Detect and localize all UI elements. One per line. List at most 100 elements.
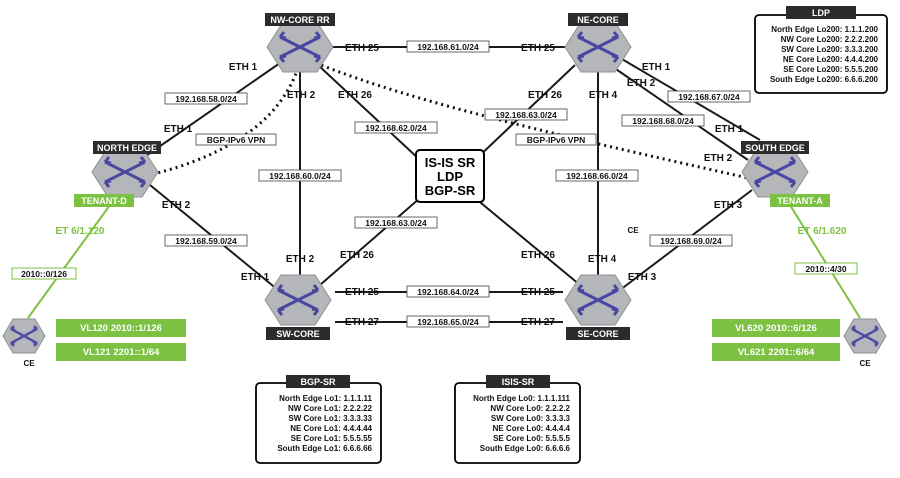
vlan-left-1-bg [56,319,186,337]
router-sw-label-bg [266,327,330,340]
router-sw-core[interactable] [263,273,333,327]
ldp-row: South Edge Lo200: 6.6.6.200 [770,75,879,84]
router-south-edge[interactable] [740,145,810,199]
ce-left-label: CE [23,359,35,368]
ldp-row: NE Core Lo200: 4.4.4.200 [783,55,879,64]
router-north-edge-label: NORTH EDGE [97,143,157,153]
router-south-edge-label: SOUTH EDGE [745,143,805,153]
vlan-right-2: VL621 2201::6/64 [738,347,815,358]
port-se-eth3: ETH 3 [628,272,657,283]
port-sw-eth26: ETH 26 [340,250,374,261]
subnet-center-sw: 192.168.63.0/24 [365,218,427,228]
port-right-et: ET 6/1.620 [798,226,847,237]
subnet-labels: 192.168.61.0/24 192.168.58.0/24 192.168.… [11,40,858,328]
ldp-row: North Edge Lo200: 1.1.1.200 [771,25,878,34]
ldp-table-title: LDP [812,8,830,18]
port-ne-eth25: ETH 25 [521,43,555,54]
bgp-row: SW Core Lo1: 3.3.3.33 [288,414,372,423]
router-nw-label: NW-CORE RR [270,15,330,25]
router-se-label: SE-CORE [577,329,618,339]
vlan-right-1-bg [712,319,840,337]
link-center-se [474,197,581,286]
isis-row: NE Core Lo0: 4.4.4.4 [493,424,571,433]
link-nw-north-edge [139,62,281,161]
isis-row: SE Core Lo0: 5.5.5.5 [493,434,570,443]
subnet-north-edge-sw: 192.168.59.0/24 [175,236,237,246]
router-nw-label-bg [265,13,335,26]
bgp-vpn-sessions [149,61,749,180]
port-ne-eth1: ETH 1 [642,62,671,73]
isis-sr-table: ISIS-SR North Edge Lo0: 1.1.1.111 NW Cor… [454,375,581,464]
router-ne-core[interactable] [563,20,633,74]
link-ne-south-edge-2 [609,64,749,161]
ldp-row: NW Core Lo200: 2.2.2.200 [781,35,879,44]
subnet-ne-south-edge-2: 192.168.68.0/24 [632,116,694,126]
access-links [27,204,861,319]
subnet-ne-se: 192.168.66.0/24 [566,171,628,181]
ce-right[interactable] [842,317,888,355]
subnet-nw-north-edge: 192.168.58.0/24 [175,94,237,104]
port-sw-eth1: ETH 1 [241,272,270,283]
ce-icon [1,317,47,355]
router-icon [263,273,333,327]
router-south-edge-label-bg [741,141,809,154]
bgp-vpn-left-path [149,67,300,177]
port-south-edge-eth3: ETH 3 [714,200,743,211]
link-center-sw [319,197,421,286]
vlan-right-2-bg [712,343,840,361]
port-se-eth25: ETH 25 [521,287,555,298]
subnet-sw-se-1: 192.168.64.0/24 [417,287,479,297]
port-nw-eth26: ETH 26 [338,90,372,101]
bgp-row: NE Core Lo1: 4.4.4.44 [290,424,372,433]
access-link-right [789,204,861,319]
port-se-eth27: ETH 27 [521,317,555,328]
center-line-1: IS-IS SR [425,155,476,170]
port-sw-eth25: ETH 25 [345,287,379,298]
bgp-row: NW Core Lo1: 2.2.2.22 [288,404,373,413]
ldp-row: SE Core Lo200: 5.5.5.200 [783,65,878,74]
port-nw-eth1: ETH 1 [229,62,258,73]
port-sw-eth27: ETH 27 [345,317,379,328]
vlan-left-2: VL121 2201::1/64 [83,347,160,358]
port-labels: ETH 25 ETH 25 ETH 1 ETH 2 ETH 26 ETH 26 … [56,43,847,328]
router-north-edge-label-bg [93,141,161,154]
router-ne-label-bg [568,13,628,26]
isis-row: South Edge Lo0: 6.6.6.6 [480,444,571,453]
vlan-left-2-bg [56,343,186,361]
ldp-table: LDP North Edge Lo200: 1.1.1.200 NW Core … [754,6,888,94]
subnet-right-ce: 2010::4/30 [805,264,846,274]
router-icon [563,20,633,74]
router-se-label-bg [566,327,630,340]
tenant-right: TENANT-A [777,196,823,206]
subnet-south-edge-se: 192.168.69.0/24 [660,236,722,246]
router-sw-label: SW-CORE [276,329,319,339]
bgp-table-title: BGP-SR [300,377,336,387]
port-north-edge-eth2: ETH 2 [162,200,191,211]
bgp-row: South Edge Lo1: 6.6.6.66 [277,444,372,453]
access-link-left [27,204,111,319]
vlan-right-1: VL620 2010::6/126 [735,323,817,334]
ldp-row: SW Core Lo200: 3.3.3.200 [781,45,878,54]
subnet-nw-sw: 192.168.60.0/24 [269,171,331,181]
port-nw-eth2: ETH 2 [287,90,316,101]
port-nw-eth25: ETH 25 [345,43,379,54]
port-left-et: ET 6/1.120 [56,226,105,237]
port-se-eth26: ETH 26 [521,250,555,261]
vlan-left-1: VL120 2010::1/126 [80,323,162,334]
subnet-ne-south-edge-1: 192.168.67.0/24 [678,92,740,102]
isis-row: NW Core Lo0: 2.2.2.2 [490,404,570,413]
center-protocol-box [415,149,485,203]
port-se-eth4: ETH 4 [588,254,617,265]
ce-icon [842,317,888,355]
subnet-nw-center: 192.168.62.0/24 [365,123,427,133]
port-ne-eth26: ETH 26 [528,90,562,101]
isis-row: North Edge Lo0: 1.1.1.111 [473,394,570,403]
subnet-nw-ne: 192.168.61.0/24 [417,42,479,52]
router-ne-label: NE-CORE [577,15,619,25]
subnet-left-ce: 2010::0/126 [21,269,67,279]
router-se-core[interactable] [563,273,633,327]
bgp-vpn-right-path [315,61,749,180]
isis-row: SW Core Lo0: 3.3.3.3 [491,414,571,423]
center-line-3: BGP-SR [425,183,476,198]
ce-left[interactable] [1,317,47,355]
